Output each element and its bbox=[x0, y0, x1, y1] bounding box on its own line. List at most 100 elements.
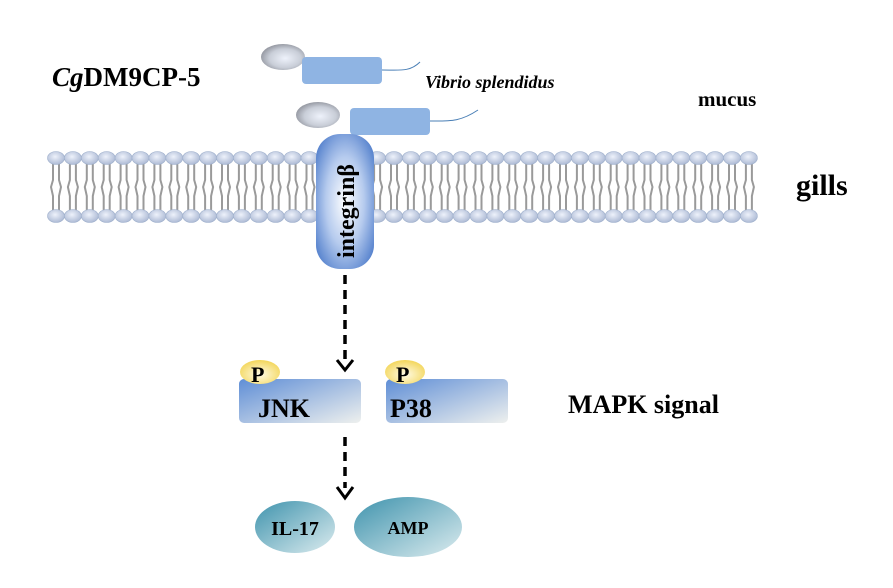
lipid-tail bbox=[277, 163, 282, 211]
lipid-head bbox=[689, 209, 708, 223]
lipid-head bbox=[249, 151, 268, 165]
lipid-head bbox=[706, 209, 724, 223]
lipid-molecule bbox=[706, 151, 724, 223]
lipid-tail bbox=[607, 163, 612, 211]
lipid-head bbox=[148, 151, 167, 165]
lipid-tail bbox=[218, 163, 223, 211]
lipid-tail bbox=[573, 163, 578, 211]
flagellum-upper bbox=[381, 61, 421, 71]
lipid-head bbox=[604, 209, 623, 223]
lipid-molecule bbox=[469, 151, 488, 223]
lipid-tail bbox=[151, 163, 156, 211]
lipid-tail bbox=[260, 163, 265, 211]
lipid-head bbox=[216, 209, 234, 223]
lipid-molecule bbox=[452, 151, 471, 223]
lipid-tail bbox=[717, 163, 722, 211]
lipid-head bbox=[97, 151, 116, 165]
lipid-tail bbox=[91, 163, 96, 211]
lipid-tail bbox=[269, 163, 274, 211]
lipid-tail bbox=[202, 163, 207, 211]
lipid-tail bbox=[185, 163, 190, 211]
lipid-head bbox=[520, 151, 539, 165]
lipid-tail bbox=[125, 163, 130, 211]
lipid-head bbox=[402, 209, 420, 223]
lipid-head bbox=[435, 151, 454, 165]
lipid-molecule bbox=[537, 151, 555, 223]
lipid-tail bbox=[159, 163, 164, 211]
lipid-molecule bbox=[233, 151, 251, 223]
gills-label: gills bbox=[796, 169, 848, 202]
lipid-molecule bbox=[520, 151, 539, 223]
lipid-tail bbox=[412, 163, 417, 211]
lipid-tail bbox=[404, 163, 409, 211]
lipid-head bbox=[604, 151, 623, 165]
lipid-tail bbox=[49, 163, 54, 211]
lipid-head bbox=[148, 209, 167, 223]
lipid-head bbox=[300, 151, 319, 165]
lipid-tail bbox=[429, 163, 434, 211]
lipid-tail bbox=[421, 163, 426, 211]
lipid-tail bbox=[658, 163, 663, 211]
lipid-tail bbox=[446, 163, 451, 211]
lipid-molecule bbox=[300, 151, 319, 223]
lipid-head bbox=[81, 151, 99, 165]
protein-ellipse-upper bbox=[261, 44, 305, 70]
lipid-tail bbox=[725, 163, 730, 211]
lipid-tail bbox=[100, 163, 105, 211]
lipid-tail bbox=[252, 163, 257, 211]
lipid-molecule bbox=[182, 151, 200, 223]
lipid-head bbox=[706, 151, 724, 165]
lipid-head bbox=[452, 151, 471, 165]
lipid-molecule bbox=[689, 151, 708, 223]
lipid-tail bbox=[235, 163, 240, 211]
lipid-tail bbox=[565, 163, 570, 211]
p38-kinase bbox=[386, 379, 508, 423]
lipid-molecule bbox=[740, 151, 758, 223]
lipid-head bbox=[571, 209, 589, 223]
lipid-head bbox=[520, 209, 539, 223]
lipid-head bbox=[418, 209, 437, 223]
lipid-head bbox=[385, 151, 403, 165]
lipid-head bbox=[503, 151, 522, 165]
lipid-head bbox=[672, 151, 691, 165]
lipid-molecule bbox=[148, 151, 167, 223]
lipid-tail bbox=[294, 163, 299, 211]
lipid-tail bbox=[286, 163, 291, 211]
lipid-tail bbox=[734, 163, 739, 211]
lipid-head bbox=[97, 209, 116, 223]
lipid-head bbox=[621, 209, 640, 223]
lipid-tail bbox=[303, 163, 308, 211]
lipid-head bbox=[638, 209, 657, 223]
lipid-head bbox=[283, 209, 302, 223]
phospho-p38-label: P bbox=[396, 362, 409, 387]
lipid-tail bbox=[497, 163, 502, 211]
lipid-tail bbox=[438, 163, 443, 211]
lipid-tail bbox=[581, 163, 586, 211]
lipid-head bbox=[418, 151, 437, 165]
lipid-head bbox=[537, 151, 555, 165]
arrowhead-icon bbox=[335, 486, 355, 501]
lipid-head bbox=[165, 151, 184, 165]
lipid-molecule bbox=[604, 151, 623, 223]
lipid-head bbox=[266, 209, 285, 223]
lipid-molecule bbox=[621, 151, 640, 223]
lipid-head bbox=[199, 151, 217, 165]
lipid-head bbox=[64, 209, 82, 223]
lipid-tail bbox=[66, 163, 71, 211]
phospho-p38-badge bbox=[385, 360, 425, 384]
lipid-tail bbox=[750, 163, 755, 211]
lipid-molecule bbox=[131, 151, 150, 223]
lipid-tail bbox=[675, 163, 680, 211]
lipid-tail bbox=[540, 163, 545, 211]
lipid-tail bbox=[455, 163, 460, 211]
lipid-molecule bbox=[723, 151, 741, 223]
lipid-tail bbox=[506, 163, 511, 211]
lipid-tail bbox=[641, 163, 646, 211]
il17-effector bbox=[255, 501, 335, 553]
lipid-tail bbox=[396, 163, 401, 211]
lipid-tail bbox=[590, 163, 595, 211]
lipid-head bbox=[233, 209, 251, 223]
lipid-head bbox=[571, 151, 589, 165]
lipid-head bbox=[486, 151, 505, 165]
